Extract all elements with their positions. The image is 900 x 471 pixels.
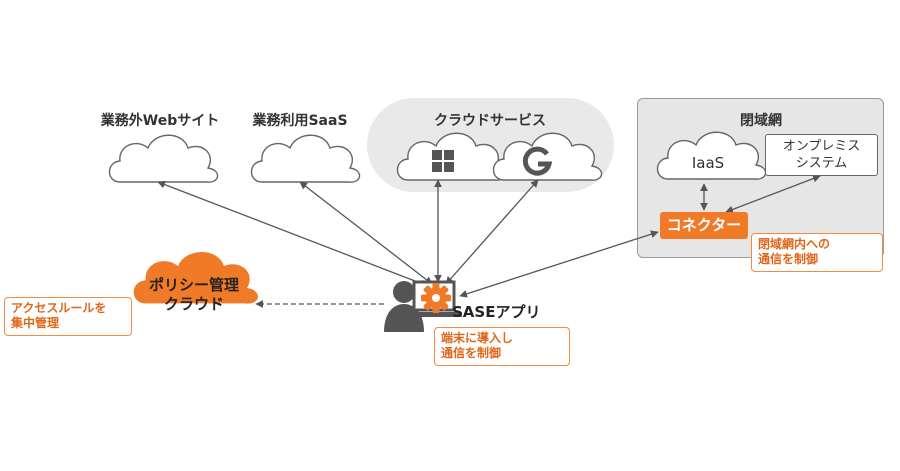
onprem-system-box: オンプレミス システム xyxy=(765,134,878,176)
connector-label: コネクター xyxy=(666,216,742,234)
connector-note: 閉域網内への 通信を制御 xyxy=(751,233,883,272)
iaas-label: IaaS xyxy=(691,154,725,172)
connector-note-line1: 閉域網内への xyxy=(758,237,831,251)
policy-note-line1: アクセスルールを xyxy=(11,301,107,315)
onprem-line2: システム xyxy=(795,156,848,171)
sase-app-note: 端末に導入し 通信を制御 xyxy=(434,327,570,366)
policy-cloud-label: ポリシー管理 クラウド xyxy=(138,276,250,314)
gear-icon xyxy=(421,283,451,313)
cloud-icon xyxy=(108,134,219,183)
arrow-onprem xyxy=(725,174,821,214)
business-saas-label: 業務利用SaaS xyxy=(252,113,348,129)
arrow-google xyxy=(445,179,539,285)
sase-app-label: SASEアプリ xyxy=(452,303,541,321)
policy-note: アクセスルールを 集中管理 xyxy=(4,297,132,336)
policy-cloud-line1: ポリシー管理 xyxy=(148,276,239,294)
arrow-connector xyxy=(459,230,659,298)
closed-network-label: 閉域網 xyxy=(740,113,782,129)
google-logo-icon xyxy=(522,146,553,176)
sase-note-line1: 端末に導入し xyxy=(441,331,514,345)
cloud-icon xyxy=(492,132,603,181)
external-web-label: 業務外Webサイト xyxy=(100,113,220,129)
cloud-icon xyxy=(250,134,361,183)
cloud-services-label: クラウドサービス xyxy=(434,113,546,129)
user-at-computer-icon xyxy=(384,280,462,332)
arrow-business-saas xyxy=(299,181,433,285)
policy-note-line2: 集中管理 xyxy=(11,316,60,330)
policy-cloud-line2: クラウド xyxy=(163,295,224,313)
onprem-line1: オンプレミス xyxy=(782,139,861,154)
connector-note-line2: 通信を制御 xyxy=(758,252,819,266)
windows-logo-icon xyxy=(432,150,454,172)
sase-note-line2: 通信を制御 xyxy=(441,346,502,360)
connector-box: コネクター xyxy=(660,212,748,239)
